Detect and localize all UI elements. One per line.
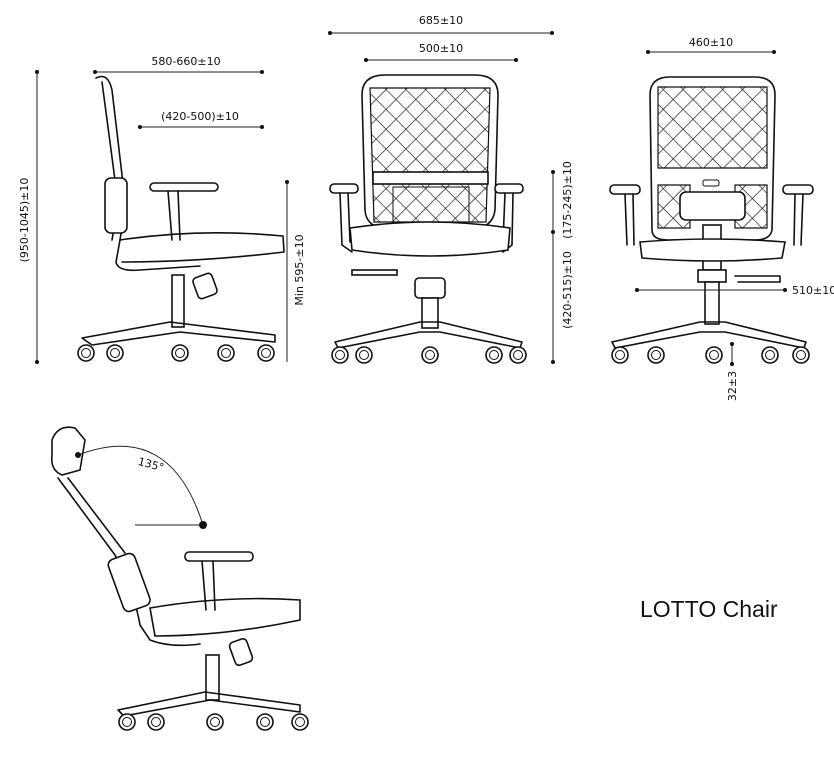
front-dimensions: 685±10 500±10 (175-245)±10 (420-515)±10 [328, 14, 574, 364]
front-view [329, 74, 527, 364]
dim-seat-height: (420-515)±10 [561, 251, 574, 329]
dim-back-width: 460±10 [689, 36, 733, 49]
reclined-view: 135° [50, 426, 309, 731]
back-view [609, 76, 814, 364]
dim-armrest-height: Min 595-±10 [293, 234, 306, 305]
dim-caster-height: 32±3 [726, 371, 739, 401]
dim-total-height: (950-1045)±10 [18, 178, 31, 263]
side-dimensions: 580-660±10 (420-500)±10 (950-1045)±10 Mi… [18, 55, 306, 364]
product-title: LOTTO Chair [640, 596, 778, 622]
dim-seat-width: 500±10 [419, 42, 463, 55]
dim-base-width: 510±10 [792, 284, 834, 297]
side-view [77, 75, 285, 362]
dim-overall-width: 685±10 [419, 14, 463, 27]
back-dimensions: 460±10 510±10 32±3 [635, 36, 834, 401]
dim-arm-height-range: (175-245)±10 [561, 161, 574, 239]
dim-seat-depth: (420-500)±10 [161, 110, 239, 123]
dim-side-depth: 580-660±10 [151, 55, 220, 68]
dim-recline-angle: 135° [136, 455, 165, 474]
